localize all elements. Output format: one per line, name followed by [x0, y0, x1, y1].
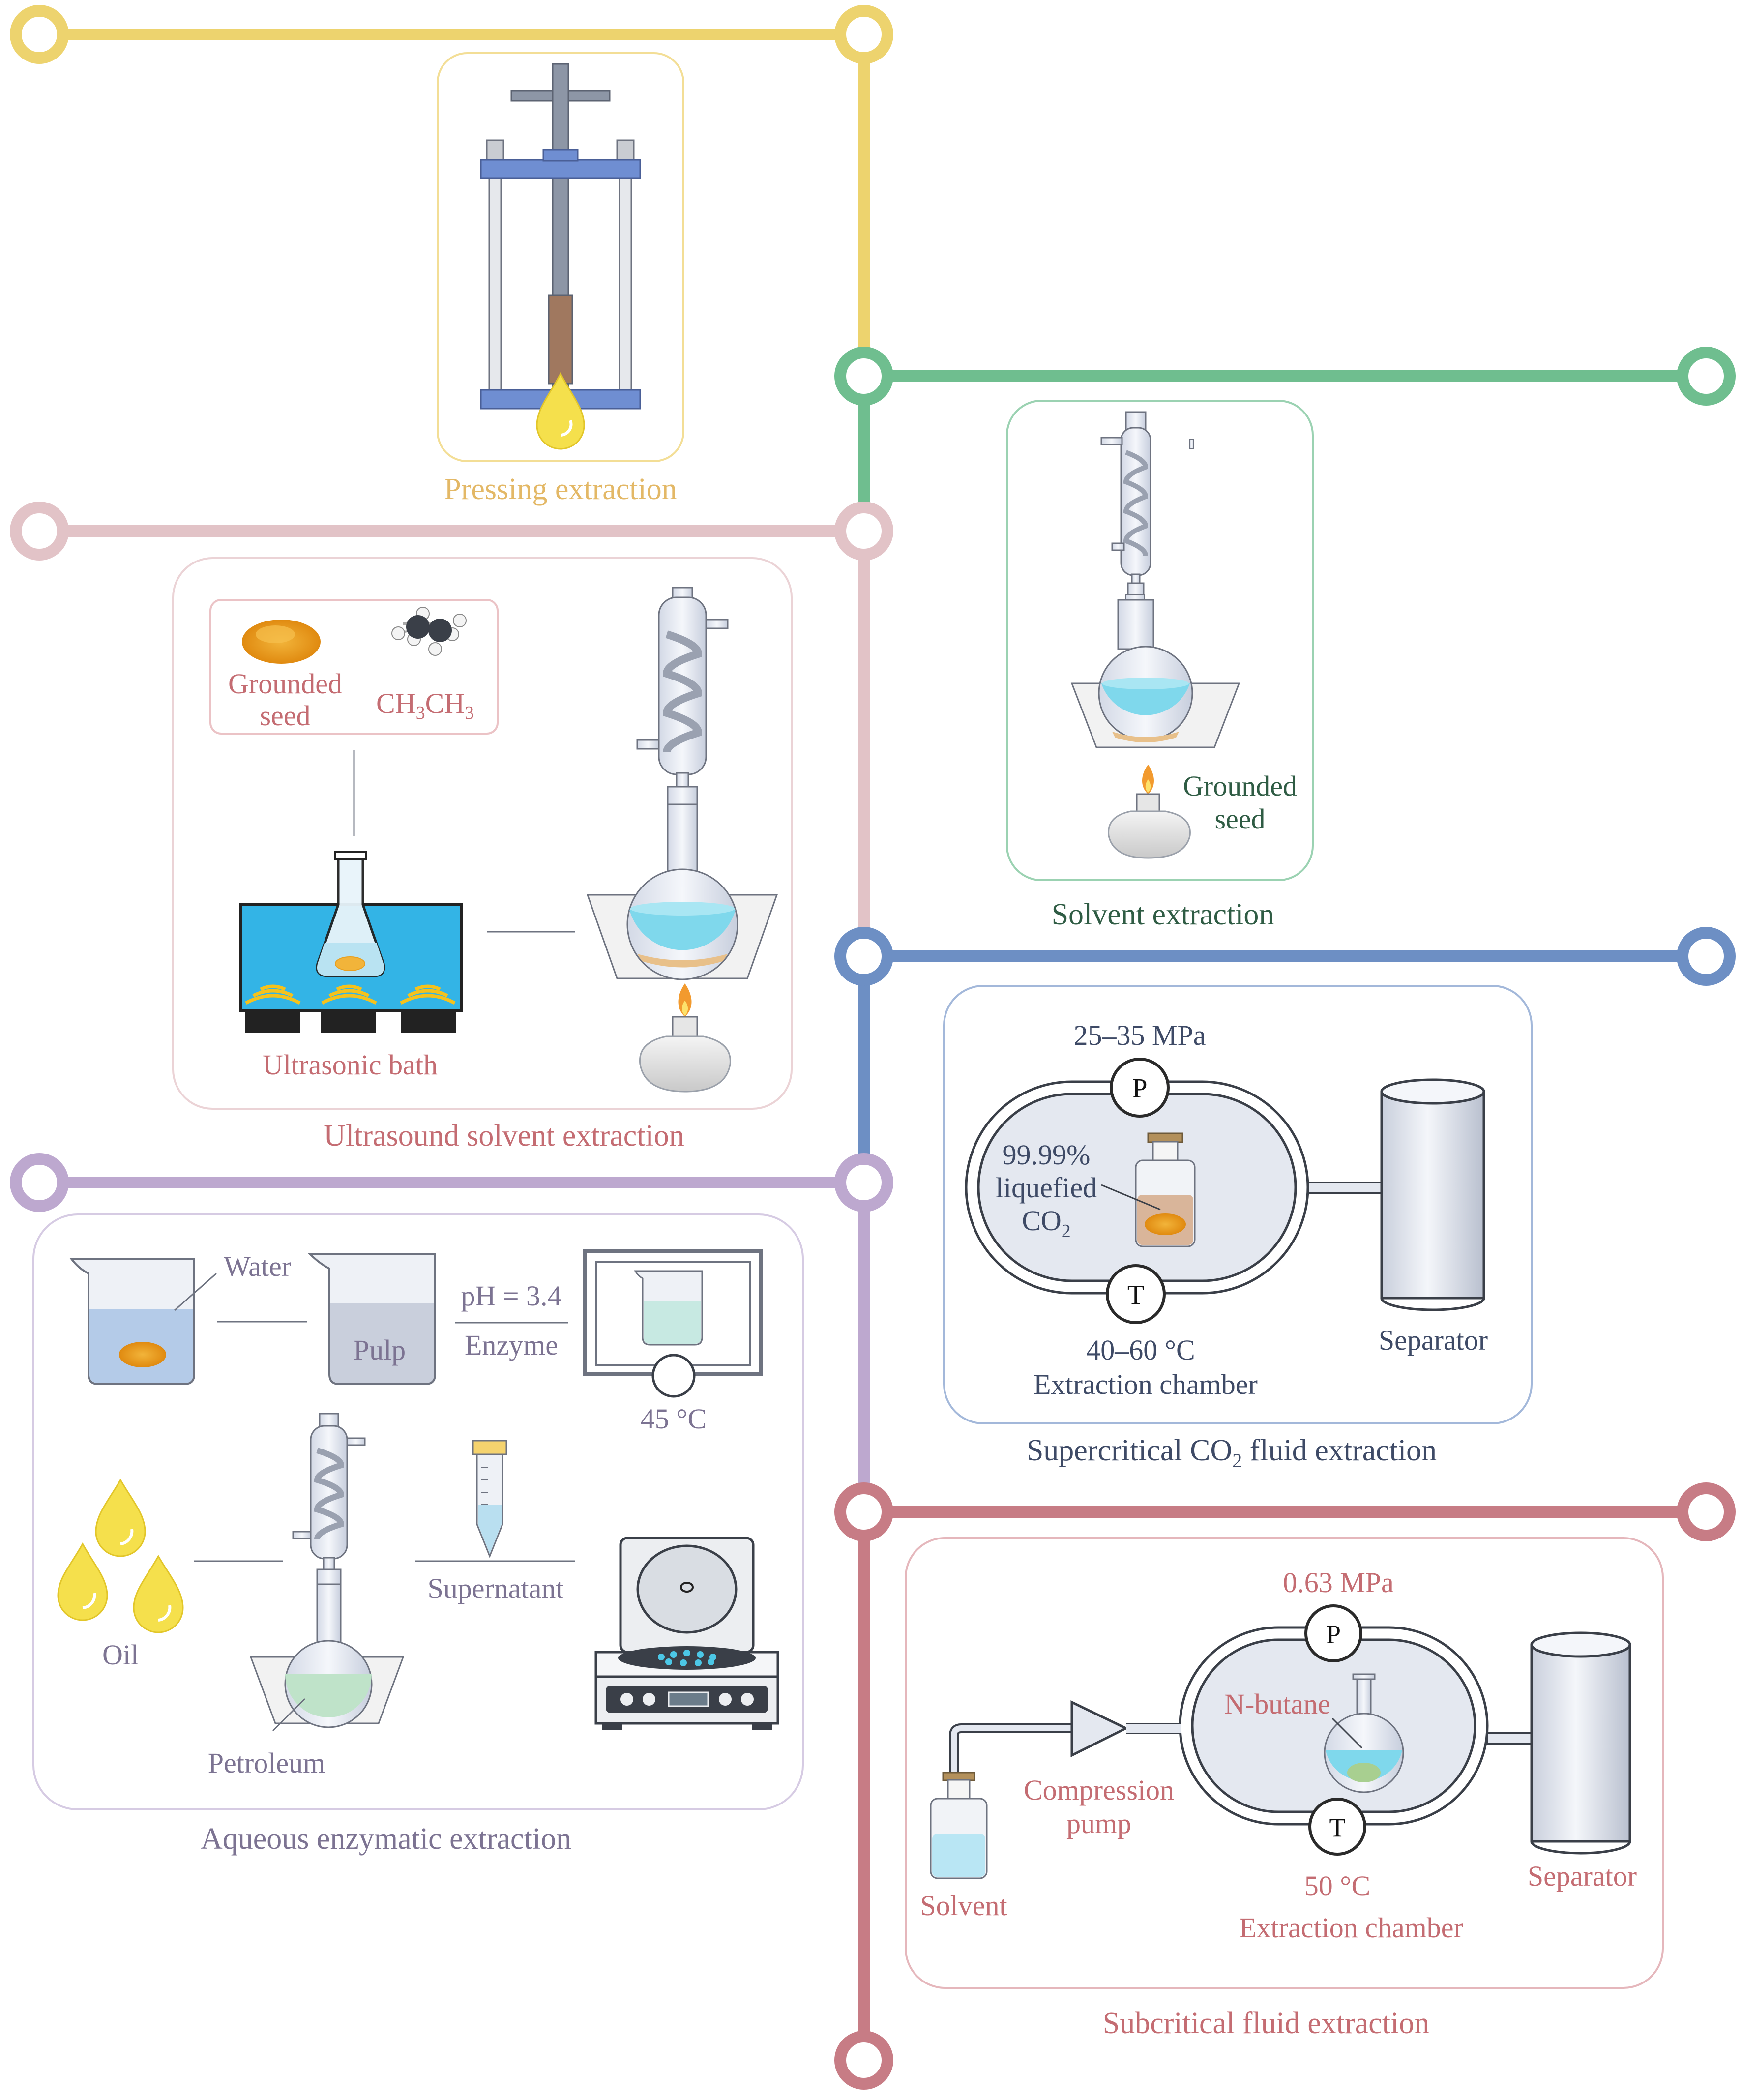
supernatant-label: Supernatant: [427, 1572, 563, 1604]
station-node: [10, 502, 69, 561]
centrifuge-tube-icon: [472, 1440, 507, 1559]
flask-icon: [1324, 1673, 1404, 1793]
solvent-extraction-panel: Grounded seed Solvent extraction: [1006, 400, 1314, 931]
solvent-seed-label-line2: seed: [1214, 803, 1265, 835]
solvent-seed-label-line1: Grounded: [1183, 770, 1297, 802]
supercritical-pressure: 25–35 MPa: [1073, 1019, 1206, 1051]
station-node: [834, 2031, 893, 2090]
co2-label-line3: CO2: [1022, 1205, 1071, 1242]
subcritical-temperature: 50 °C: [1304, 1870, 1370, 1902]
station-node: [834, 1153, 893, 1212]
pulp-label: Pulp: [354, 1334, 406, 1366]
solvent-bottle-icon: [930, 1772, 988, 1879]
subcritical-separator-label: Separator: [1528, 1860, 1637, 1892]
pressure-gauge-label: P: [1326, 1620, 1341, 1649]
reflux-apparatus-icon: [1070, 411, 1240, 859]
ultrasound-caption: Ultrasound solvent extraction: [324, 1119, 684, 1153]
co2-label-line2: liquefied: [996, 1172, 1097, 1204]
pump-label-line2: pump: [1066, 1807, 1131, 1839]
ultrasound-extraction-panel: Grounded seed CH3CH3: [172, 557, 793, 1153]
press-icon: [480, 63, 641, 450]
supercritical-chamber-label: Extraction chamber: [1033, 1368, 1258, 1400]
pump-label-line1: Compression: [1024, 1774, 1174, 1806]
temperature-gauge-label: T: [1127, 1280, 1144, 1310]
station-node: [834, 927, 893, 986]
pressing-caption: Pressing extraction: [444, 473, 677, 506]
ethane-formula: CH3CH3: [376, 687, 474, 723]
station-node: [834, 502, 893, 561]
station-node: [1677, 1482, 1736, 1541]
metro-line-purple: [10, 1153, 893, 1512]
subcritical-pressure: 0.63 MPa: [1283, 1567, 1394, 1598]
co2-bottle-icon: [1135, 1132, 1196, 1247]
separator-icon: [1380, 1078, 1485, 1311]
temperature-45-label: 45 °C: [641, 1403, 707, 1435]
compression-pump-icon: [949, 1700, 1181, 1773]
beaker-seed-icon: [69, 1258, 195, 1385]
station-node: [10, 5, 69, 64]
metro-line-blue: [834, 927, 1736, 1183]
solvent-caption: Solvent extraction: [1052, 898, 1274, 931]
subcritical-caption: Subcritical fluid extraction: [1103, 2007, 1430, 2040]
station-node: [10, 1153, 69, 1212]
supercritical-extraction-panel: 25–35 MPa P T 99.99% liquefied CO2: [943, 985, 1533, 1472]
oil-label: Oil: [102, 1639, 139, 1671]
supercritical-separator-label: Separator: [1379, 1324, 1488, 1356]
station-node: [834, 5, 893, 64]
water-label: Water: [224, 1250, 291, 1282]
metro-line-yellow: [10, 5, 893, 376]
seed-pile-icon: [242, 620, 321, 664]
pressure-gauge: P: [1304, 1604, 1362, 1662]
nbutane-label: N-butane: [1224, 1688, 1330, 1720]
station-node: [1677, 927, 1736, 986]
petroleum-label: Petroleum: [208, 1747, 325, 1779]
station-node: [1677, 347, 1736, 406]
solvent-label: Solvent: [920, 1890, 1007, 1922]
reflux-apparatus-icon: [586, 587, 778, 1093]
ph-label: pH = 3.4: [461, 1280, 561, 1312]
co2-label-line1: 99.99%: [1003, 1139, 1091, 1171]
ultrasonic-bath-label: Ultrasonic bath: [263, 1049, 438, 1081]
pressure-gauge-label: P: [1132, 1073, 1147, 1104]
beaker-pulp-icon: [307, 1253, 436, 1385]
metro-line-red: [834, 1482, 1736, 2090]
metro-line-pink: [10, 502, 893, 954]
enzymatic-extraction-panel: Water Pulp pH = 3.4 Enzyme 45 °C Oil: [32, 1213, 804, 1856]
separator-icon: [1530, 1631, 1631, 1855]
enzymatic-caption: Aqueous enzymatic extraction: [201, 1822, 571, 1856]
supercritical-caption: Supercritical CO2 fluid extraction: [1027, 1434, 1437, 1472]
subcritical-extraction-panel: 0.63 MPa N-butane P T: [905, 1537, 1664, 2040]
subcritical-chamber-label: Extraction chamber: [1239, 1912, 1463, 1944]
enzyme-label: Enzyme: [465, 1329, 558, 1361]
temperature-gauge: T: [1106, 1264, 1166, 1324]
temperature-gauge-label: T: [1329, 1813, 1346, 1842]
station-node: [834, 1482, 893, 1541]
oil-drops-icon: [57, 1478, 184, 1633]
ethane-molecule-icon: [391, 607, 467, 656]
water-bath-heater-icon: [583, 1249, 763, 1398]
centrifuge-machine-icon: [594, 1537, 779, 1730]
ultrasound-seed-label-line2: seed: [260, 700, 310, 732]
reflux-apparatus-icon: [249, 1413, 405, 1728]
extraction-chamber-icon: [1179, 1626, 1533, 1826]
pressure-gauge: P: [1110, 1058, 1170, 1118]
temperature-gauge: T: [1308, 1798, 1366, 1856]
station-node: [834, 347, 893, 406]
ultrasound-seed-label-line1: Grounded: [228, 668, 342, 700]
pressing-extraction-panel: Pressing extraction: [437, 52, 684, 506]
ultrasonic-bath-icon: [239, 851, 463, 1033]
supercritical-temperature: 40–60 °C: [1086, 1334, 1195, 1366]
